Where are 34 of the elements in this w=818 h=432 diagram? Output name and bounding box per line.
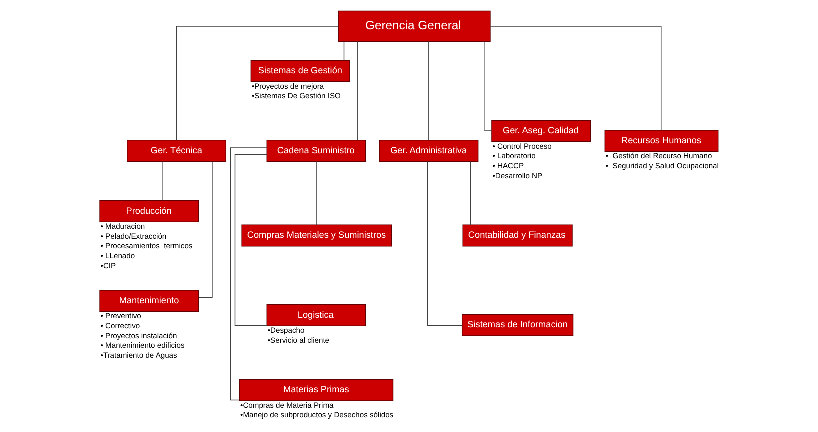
connector (470, 161, 472, 226)
node-label: •Proyectos de mejora (252, 82, 324, 91)
connector (234, 154, 268, 326)
node-label: •Manejo de subproductos y Desechos sólidos (240, 410, 394, 420)
node-label: • Seguridad y Salud Ocupacional (606, 162, 719, 171)
connector (428, 41, 430, 141)
node-label: •Tratamiento de Aguas (100, 351, 178, 360)
connector (176, 26, 339, 141)
node-label: •Despacho (268, 326, 305, 335)
node-label: • Maduracion (100, 222, 146, 231)
node-label: • HACCP (492, 162, 524, 171)
node-label: •Compras de Materia Prima (240, 400, 334, 410)
node-label: •Desarrollo NP (492, 171, 543, 180)
node-label: • Procesamientos termicos (100, 242, 193, 251)
connector (427, 161, 463, 326)
connector (198, 161, 213, 298)
node-label: • Correctivo (100, 321, 140, 330)
node-label: •Servicio al cliente (268, 336, 330, 345)
node-label: •Sistemas De Gestión ISO (252, 92, 341, 101)
node-label: •CIP (100, 261, 116, 270)
node-label: • Mantenimiento edificios (100, 341, 185, 350)
connector (490, 26, 662, 131)
node-label: • Preventivo (100, 312, 142, 321)
node-label: • Proyectos instalación (100, 331, 178, 340)
node-label: • Control Proceso (492, 142, 552, 151)
node-label: • Pelado/Extracción (100, 232, 167, 241)
node-label: • Gestión del Recurso Humano (606, 152, 712, 161)
connector (162, 161, 164, 201)
connector (230, 148, 268, 401)
node-label: • Laboratorio (492, 152, 536, 161)
connector (344, 41, 345, 61)
node-label: • LLenado (100, 252, 136, 261)
connector (484, 41, 492, 131)
connector (316, 161, 317, 226)
